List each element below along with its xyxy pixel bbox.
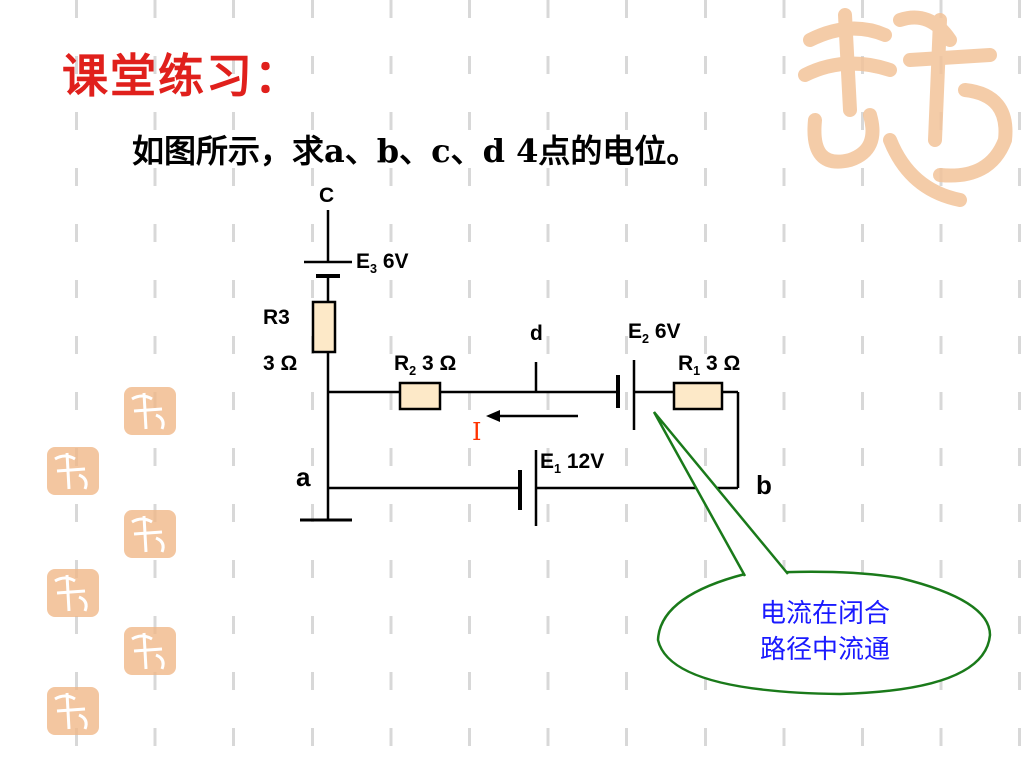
e1-label: E1 12V — [540, 450, 604, 476]
e2-label: E2 6V — [628, 320, 681, 346]
small-seal-icon — [47, 687, 99, 735]
e2-sub: 2 — [642, 332, 650, 347]
r1-sub: 1 — [693, 364, 701, 379]
r1-name: R — [678, 352, 694, 375]
callout-bubble — [656, 570, 992, 696]
callout-pointer — [652, 411, 789, 577]
e1-value: 12V — [566, 450, 605, 473]
small-seal-icon — [124, 387, 176, 435]
r2-sub: 2 — [409, 364, 417, 379]
r1-value: 3 Ω — [706, 352, 741, 375]
e3-name: E — [356, 250, 371, 273]
node-b-label: b — [756, 470, 772, 500]
e3-value: 6V — [382, 250, 409, 273]
small-seal-icon — [47, 447, 99, 495]
r1-label: R1 3 Ω — [678, 352, 740, 378]
r2-value: 3 Ω — [422, 352, 457, 375]
node-c-label: C — [319, 184, 335, 207]
e1-name: E — [540, 450, 555, 473]
slide-title: 课堂练习： — [62, 49, 302, 103]
r3-name-label: R3 — [263, 306, 290, 329]
small-seal-icon — [124, 510, 176, 558]
node-d-label: d — [530, 322, 543, 345]
node-a-label: a — [296, 462, 311, 492]
e1-sub: 1 — [554, 462, 562, 477]
r2-resistor — [398, 381, 442, 411]
small-seal-icon — [47, 569, 99, 617]
r3-value-label: 3 Ω — [263, 352, 298, 375]
r2-label: R2 3 Ω — [394, 352, 456, 378]
current-label: I — [472, 418, 482, 446]
e2-value: 6V — [654, 320, 681, 343]
r3-resistor — [311, 300, 337, 354]
question-text: 如图所示，求a、b、c、d 4点的电位。 — [132, 132, 699, 170]
callout-text: 电流在闭合 路径中流通 — [700, 596, 950, 668]
e3-label: E3 6V — [356, 250, 409, 276]
e2-name: E — [628, 320, 643, 343]
callout-line-1: 电流在闭合 — [759, 599, 890, 629]
r1-resistor — [672, 381, 724, 411]
small-seal-icon — [124, 627, 176, 675]
auspicious-watermark-logo — [798, 8, 1013, 207]
current-arrowhead — [486, 410, 500, 422]
e3-sub: 3 — [370, 262, 378, 277]
callout-line-2: 路径中流通 — [759, 635, 890, 665]
r2-name: R — [394, 352, 410, 375]
